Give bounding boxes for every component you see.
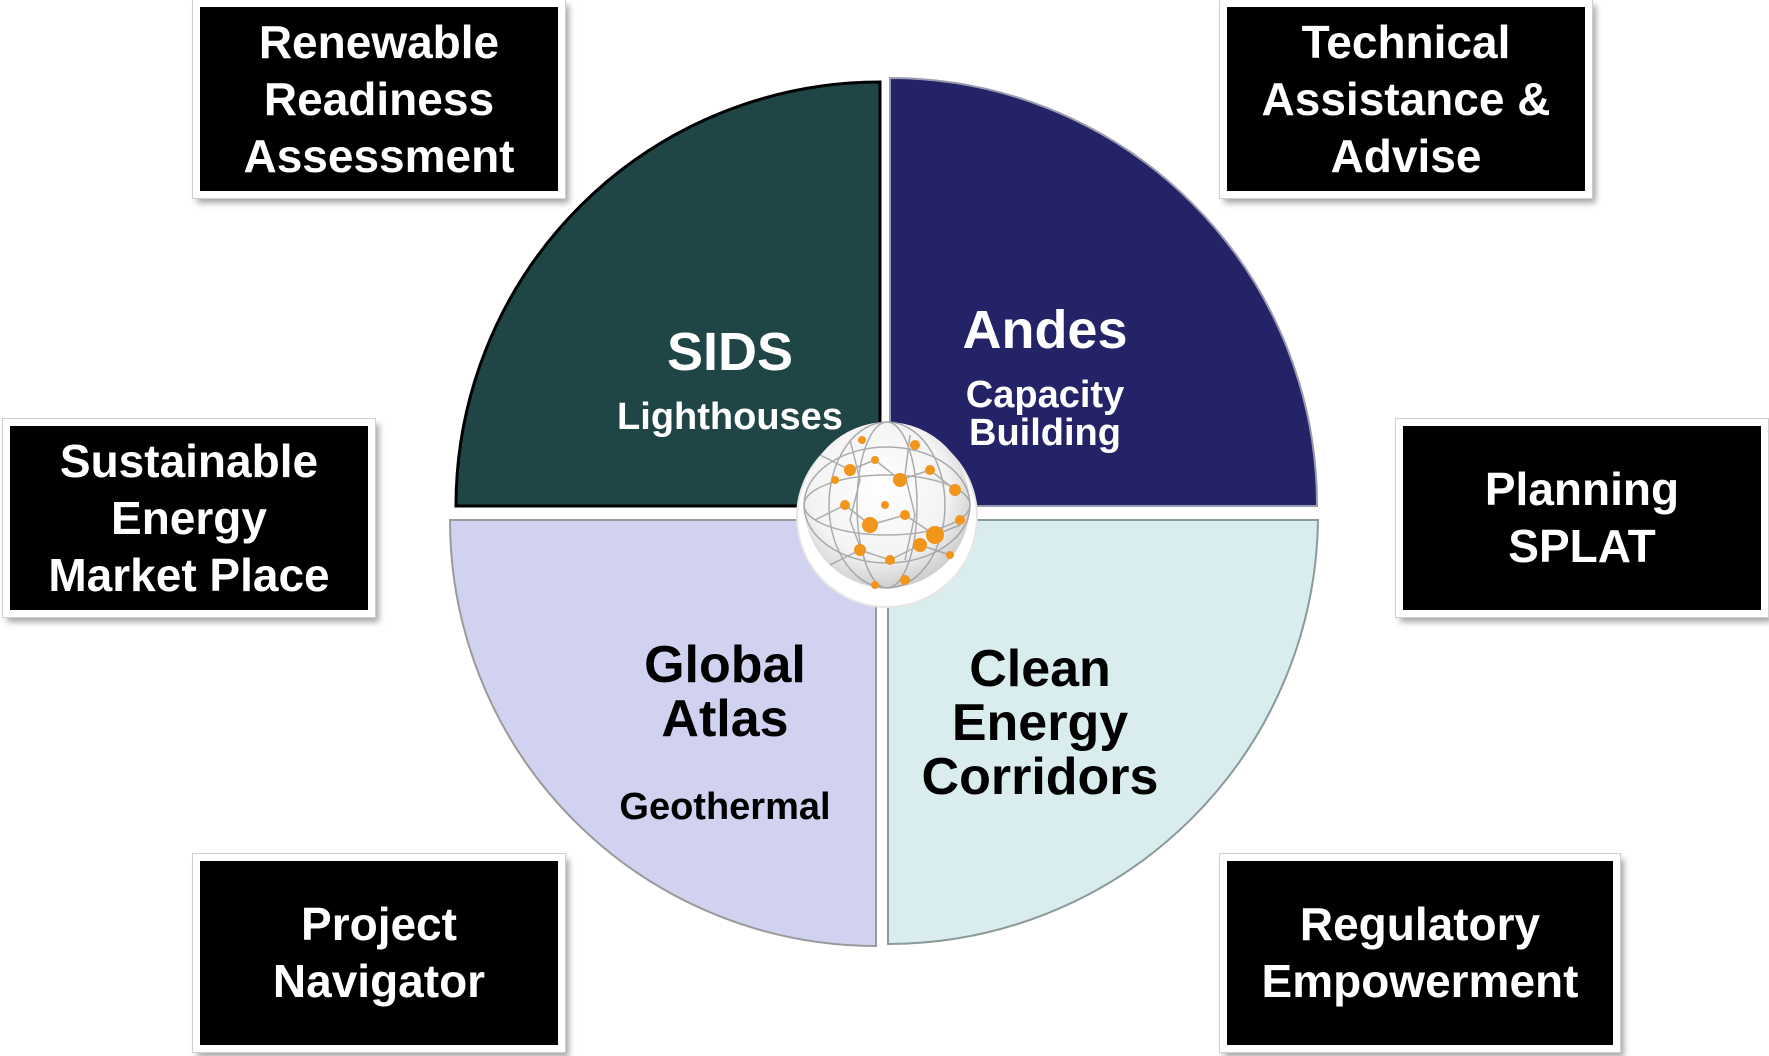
technical-assistance-box: Technical Assistance & Advise	[1219, 0, 1593, 199]
andes-quadrant	[889, 76, 1319, 507]
global-atlas-subtitle: Geothermal	[619, 786, 831, 828]
sids-quadrant	[454, 80, 882, 508]
sids-label-group: SIDS Lighthouses	[590, 306, 870, 454]
andes-label-group: Andes Capacity Building	[920, 284, 1170, 470]
global-atlas-title: Global Atlas	[644, 636, 806, 748]
clean-energy-title: Clean Energy Corridors	[921, 640, 1159, 806]
sids-title: SIDS	[666, 322, 794, 382]
technical-assistance-label: Technical Assistance & Advise	[1261, 15, 1551, 182]
sustainable-energy-box: Sustainable Energy Market Place	[2, 418, 376, 618]
global-atlas-quadrant	[448, 519, 877, 948]
regulatory-empowerment-label: Regulatory Empowerment	[1261, 898, 1579, 1007]
renewable-readiness-label: Renewable Readiness Assessment	[243, 15, 515, 182]
project-navigator-label: Project Navigator	[272, 898, 486, 1007]
renewable-readiness-box: Renewable Readiness Assessment	[192, 0, 566, 199]
sustainable-energy-label: Sustainable Energy Market Place	[48, 434, 330, 601]
regulatory-empowerment-box: Regulatory Empowerment	[1219, 853, 1621, 1053]
planning-splat-label: Planning SPLAT	[1484, 463, 1680, 572]
globe-network-icon	[796, 421, 978, 608]
clean-energy-quadrant	[887, 519, 1320, 946]
andes-subtitle: Capacity Building	[965, 374, 1125, 454]
project-navigator-box: Project Navigator	[192, 853, 566, 1053]
clean-energy-label-group: Clean Energy Corridors	[900, 624, 1180, 822]
andes-title: Andes	[962, 300, 1128, 360]
sids-subtitle: Lighthouses	[617, 396, 843, 438]
planning-splat-box: Planning SPLAT	[1395, 418, 1769, 618]
global-atlas-label-group: Global Atlas Geothermal	[585, 620, 865, 844]
